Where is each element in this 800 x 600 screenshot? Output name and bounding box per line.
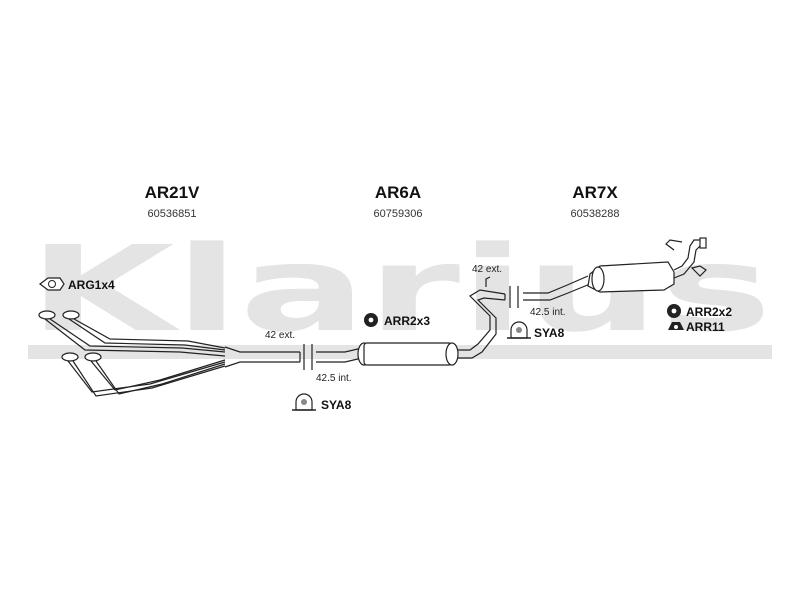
accessory-label-sya8-rear: SYA8 bbox=[534, 326, 565, 340]
joint-1-int-label: 42.5 int. bbox=[316, 373, 352, 384]
joint-1-ext-label: 42 ext. bbox=[265, 330, 295, 341]
joint-2-int-label: 42.5 int. bbox=[530, 307, 566, 318]
part-code-centre-silencer: AR6A bbox=[375, 183, 421, 202]
part-number-centre-silencer: 60759306 bbox=[374, 208, 423, 220]
flange-icon bbox=[84, 352, 102, 362]
joint-2-ext-label: 42 ext. bbox=[472, 264, 502, 275]
front-pipe-drawing bbox=[38, 310, 313, 397]
rubber-mount-icon bbox=[364, 313, 378, 327]
clamp-icon bbox=[292, 393, 316, 411]
accessory-label-sya8-front: SYA8 bbox=[321, 398, 352, 412]
rear-silencer-drawing bbox=[523, 237, 707, 301]
clamp-icon bbox=[507, 321, 531, 339]
flange-icon bbox=[62, 310, 80, 320]
rubber-mount-icon bbox=[667, 304, 681, 318]
gasket-icon bbox=[39, 277, 65, 291]
accessory-label-arr2x3: ARR2x3 bbox=[384, 314, 430, 328]
centre-silencer-drawing bbox=[316, 276, 519, 366]
flange-icon bbox=[61, 352, 79, 362]
accessory-label-arr11: ARR11 bbox=[686, 320, 725, 334]
part-number-rear-silencer: 60538288 bbox=[571, 208, 620, 220]
accessory-label-arg1x4: ARG1x4 bbox=[68, 278, 115, 292]
rubber-mount-icon bbox=[668, 322, 684, 330]
part-code-front-pipe: AR21V bbox=[145, 183, 200, 202]
part-number-front-pipe: 60536851 bbox=[148, 208, 197, 220]
accessory-label-arr2x2: ARR2x2 bbox=[686, 305, 732, 319]
flange-icon bbox=[38, 310, 56, 320]
part-code-rear-silencer: AR7X bbox=[572, 183, 618, 202]
